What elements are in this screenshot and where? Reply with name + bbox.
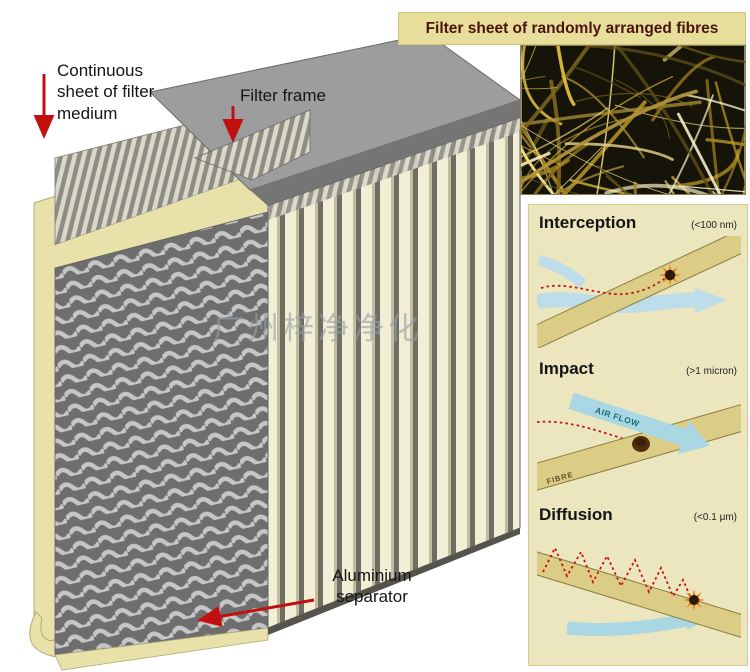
mechanism-diffusion: Diffusion (<0.1 μm) <box>537 504 741 640</box>
captured-particle <box>683 589 705 611</box>
air-stream <box>537 292 700 313</box>
captured-particle <box>659 264 681 286</box>
front-face-pleat-tops <box>268 118 520 220</box>
mechanism-size-range: (<100 nm) <box>691 220 737 231</box>
draped-medium-sheet <box>55 160 295 268</box>
frame-notch-pleats <box>193 109 311 181</box>
filter-structure-illustration <box>29 33 522 671</box>
mechanism-interception: Interception (<100 nm) <box>537 212 741 348</box>
mechanism-header: Interception (<100 nm) <box>537 212 739 236</box>
label-aluminium: Aluminium <box>332 566 412 585</box>
air-band <box>568 392 686 446</box>
particle-dot <box>664 269 676 281</box>
separator-stack-face <box>54 211 269 656</box>
air-stream <box>537 254 587 289</box>
mechanism-panel: Interception (<100 nm) Impact <box>528 204 748 666</box>
mechanism-header: Impact (>1 micron) <box>537 358 739 382</box>
particle-texture <box>634 438 647 447</box>
mechanism-size-range: (<0.1 μm) <box>693 512 737 523</box>
mechanism-title: Impact <box>539 359 594 378</box>
filter-frame-edge <box>250 100 520 206</box>
fiber-panel-header: Filter sheet of randomly arranged fibres <box>398 12 746 45</box>
air-stream <box>566 613 689 637</box>
bottom-medium-sheet <box>54 627 269 671</box>
label-separator: separator <box>336 587 408 607</box>
interception-illustration <box>537 236 741 348</box>
impact-illustration: FIBRE AIR FLOW <box>537 392 741 494</box>
air-arrowhead <box>695 288 727 313</box>
mechanism-size-range: (>1 micron) <box>686 366 737 377</box>
mechanism-impact: Impact (>1 micron) FIBRE AIR FLOW <box>537 358 741 494</box>
brownian-path <box>542 545 692 599</box>
particle-dot <box>689 595 699 605</box>
label-filter-medium: Continuous sheet of filter medium <box>57 61 155 123</box>
front-face-bottom-shadow <box>268 528 520 635</box>
watermark: 广州梓净净化 <box>213 311 423 346</box>
air-arrowhead <box>677 420 710 454</box>
fibre-band <box>537 544 741 640</box>
diffusion-illustration <box>537 544 741 640</box>
fibre-band <box>537 236 741 348</box>
arrow-aluminium-separator <box>197 598 315 627</box>
fiber-sheet-image <box>520 45 746 195</box>
fiber-panel-title: Filter sheet of randomly arranged fibres <box>425 19 719 37</box>
label-aluminium-separator: Aluminium separator <box>316 565 428 608</box>
label-filter-frame: Filter frame <box>240 86 326 105</box>
mechanism-title: Interception <box>539 213 637 232</box>
mechanism-title: Diffusion <box>539 505 613 524</box>
mechanism-header: Diffusion (<0.1 μm) <box>537 504 739 528</box>
